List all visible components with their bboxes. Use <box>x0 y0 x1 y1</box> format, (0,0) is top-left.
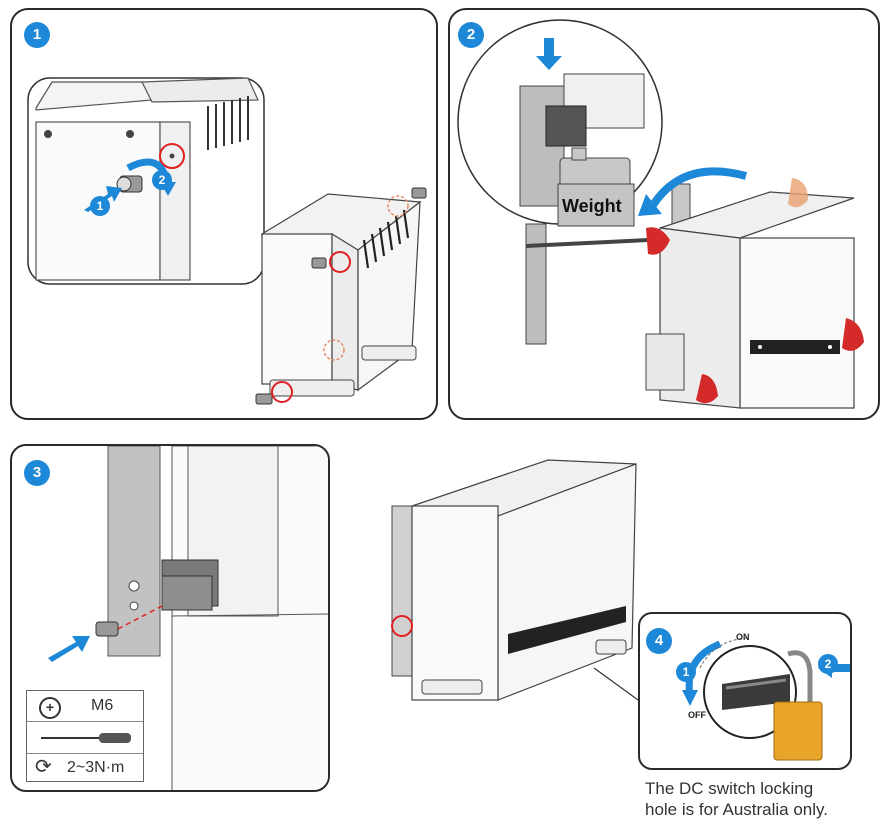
torque-value: 2~3N·m <box>67 759 125 776</box>
step4-illustration <box>682 637 850 761</box>
australia-lock-note: The DC switch locking hole is for Austra… <box>645 778 885 820</box>
step4-panel: 4 1 2 ON OFF <box>638 612 852 770</box>
switch-off-label: OFF <box>688 710 706 720</box>
step1-illustration <box>27 77 427 405</box>
torque-spec-box: + M6 ⟳ 2~3N·m <box>26 690 144 782</box>
step1-panel: 1 1 2 <box>10 8 438 420</box>
step4-badge: 4 <box>646 628 672 654</box>
step4-callout-1: 1 <box>676 662 696 682</box>
weight-label: Weight <box>562 196 622 216</box>
step2-illustration <box>457 19 864 409</box>
screw-size: M6 <box>91 697 114 714</box>
torque-rotation-icon: ⟳ <box>35 756 52 778</box>
screwdriver-icon <box>41 731 131 743</box>
step3-badge: 3 <box>24 460 50 486</box>
step1-badge: 1 <box>24 22 50 48</box>
step3-illustration <box>48 446 328 790</box>
step1-callout-1: 1 <box>90 196 110 216</box>
note-line-1: The DC switch locking <box>645 779 814 798</box>
step1-callout-2: 2 <box>152 170 172 190</box>
switch-on-label: ON <box>736 632 750 642</box>
step2-panel: Weight 2 <box>448 8 880 420</box>
step4-callout-2: 2 <box>818 654 838 674</box>
step2-badge: 2 <box>458 22 484 48</box>
phillips-screw-icon: + <box>39 697 61 719</box>
note-line-2: hole is for Australia only. <box>645 800 828 819</box>
